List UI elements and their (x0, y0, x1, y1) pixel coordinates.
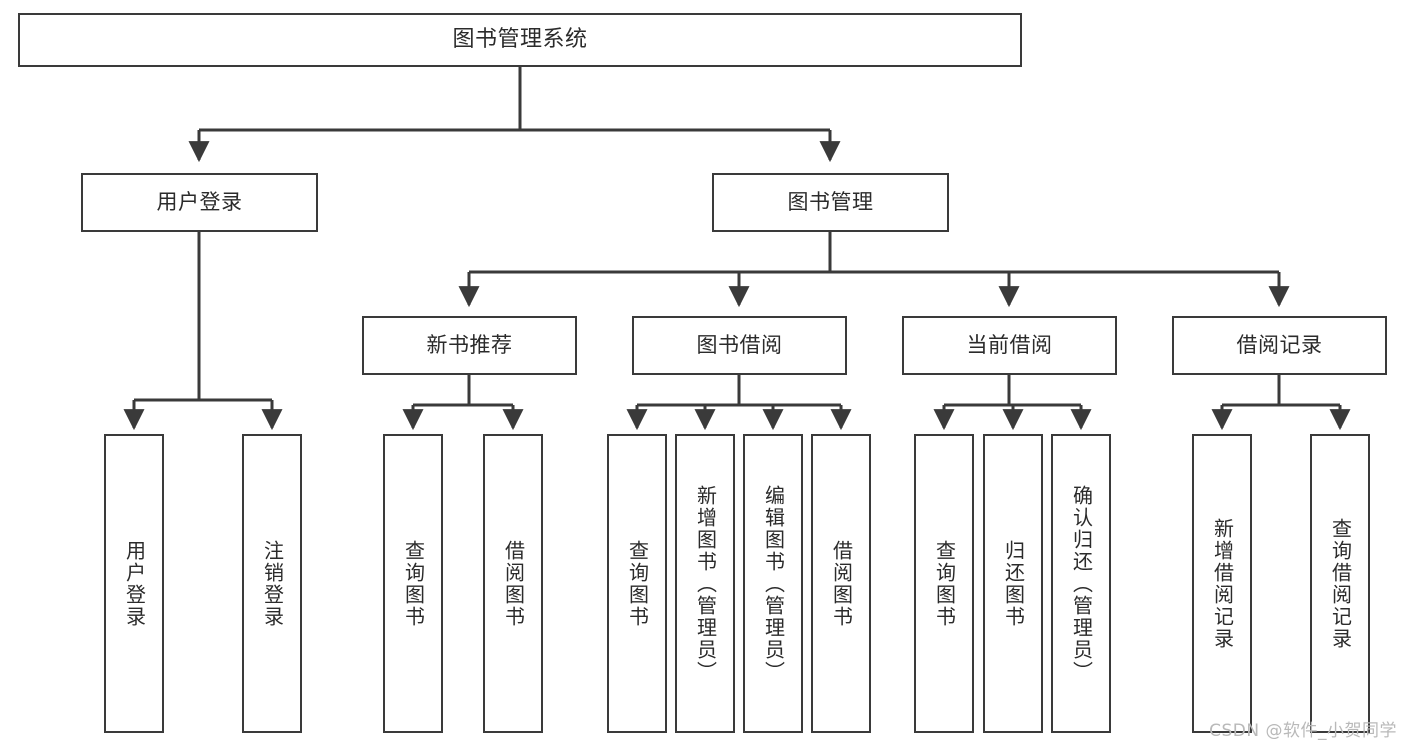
node-label: 确认归还（管理员） (1069, 484, 1094, 683)
node-leaf-query-book-borrow[interactable]: 查询图书 (607, 434, 667, 733)
node-label: 借阅记录 (1236, 333, 1323, 358)
node-leaf-user-login[interactable]: 用户登录 (104, 434, 164, 733)
node-leaf-query-borrow-record[interactable]: 查询借阅记录 (1310, 434, 1370, 733)
node-label: 图书借阅 (696, 333, 783, 358)
node-leaf-return-book[interactable]: 归还图书 (983, 434, 1043, 733)
node-label: 当前借阅 (966, 333, 1053, 358)
node-user-login[interactable]: 用户登录 (81, 173, 318, 232)
node-label: 归还图书 (1001, 539, 1026, 628)
node-new-book-recommend[interactable]: 新书推荐 (362, 316, 577, 375)
node-book-management[interactable]: 图书管理 (712, 173, 949, 232)
node-leaf-query-book-current[interactable]: 查询图书 (914, 434, 974, 733)
node-borrow-record[interactable]: 借阅记录 (1172, 316, 1387, 375)
node-root-system[interactable]: 图书管理系统 (18, 13, 1022, 67)
node-current-borrow[interactable]: 当前借阅 (902, 316, 1117, 375)
node-leaf-add-book-admin[interactable]: 新增图书（管理员） (675, 434, 735, 733)
node-leaf-add-borrow-record[interactable]: 新增借阅记录 (1192, 434, 1252, 733)
node-label: 新书推荐 (426, 333, 513, 358)
node-leaf-confirm-return-admin[interactable]: 确认归还（管理员） (1051, 434, 1111, 733)
node-label: 查询借阅记录 (1328, 517, 1353, 650)
node-label: 用户登录 (156, 190, 243, 215)
node-leaf-logout[interactable]: 注销登录 (242, 434, 302, 733)
node-label: 查询图书 (932, 539, 957, 628)
node-label: 图书管理系统 (452, 27, 588, 53)
node-leaf-edit-book-admin[interactable]: 编辑图书（管理员） (743, 434, 803, 733)
node-leaf-borrow-book[interactable]: 借阅图书 (811, 434, 871, 733)
node-label: 新增图书（管理员） (693, 484, 718, 683)
node-leaf-borrow-book-recommend[interactable]: 借阅图书 (483, 434, 543, 733)
node-label: 查询图书 (401, 539, 426, 628)
node-label: 新增借阅记录 (1210, 517, 1235, 650)
node-book-borrow[interactable]: 图书借阅 (632, 316, 847, 375)
node-leaf-query-book-recommend[interactable]: 查询图书 (383, 434, 443, 733)
node-label: 查询图书 (625, 539, 650, 628)
node-label: 注销登录 (260, 539, 285, 628)
watermark: CSDN @软件_小贺同学 (1209, 721, 1397, 741)
node-label: 图书管理 (787, 190, 874, 215)
node-label: 编辑图书（管理员） (761, 484, 786, 683)
node-label: 用户登录 (122, 539, 147, 628)
node-label: 借阅图书 (501, 539, 526, 628)
node-label: 借阅图书 (829, 539, 854, 628)
